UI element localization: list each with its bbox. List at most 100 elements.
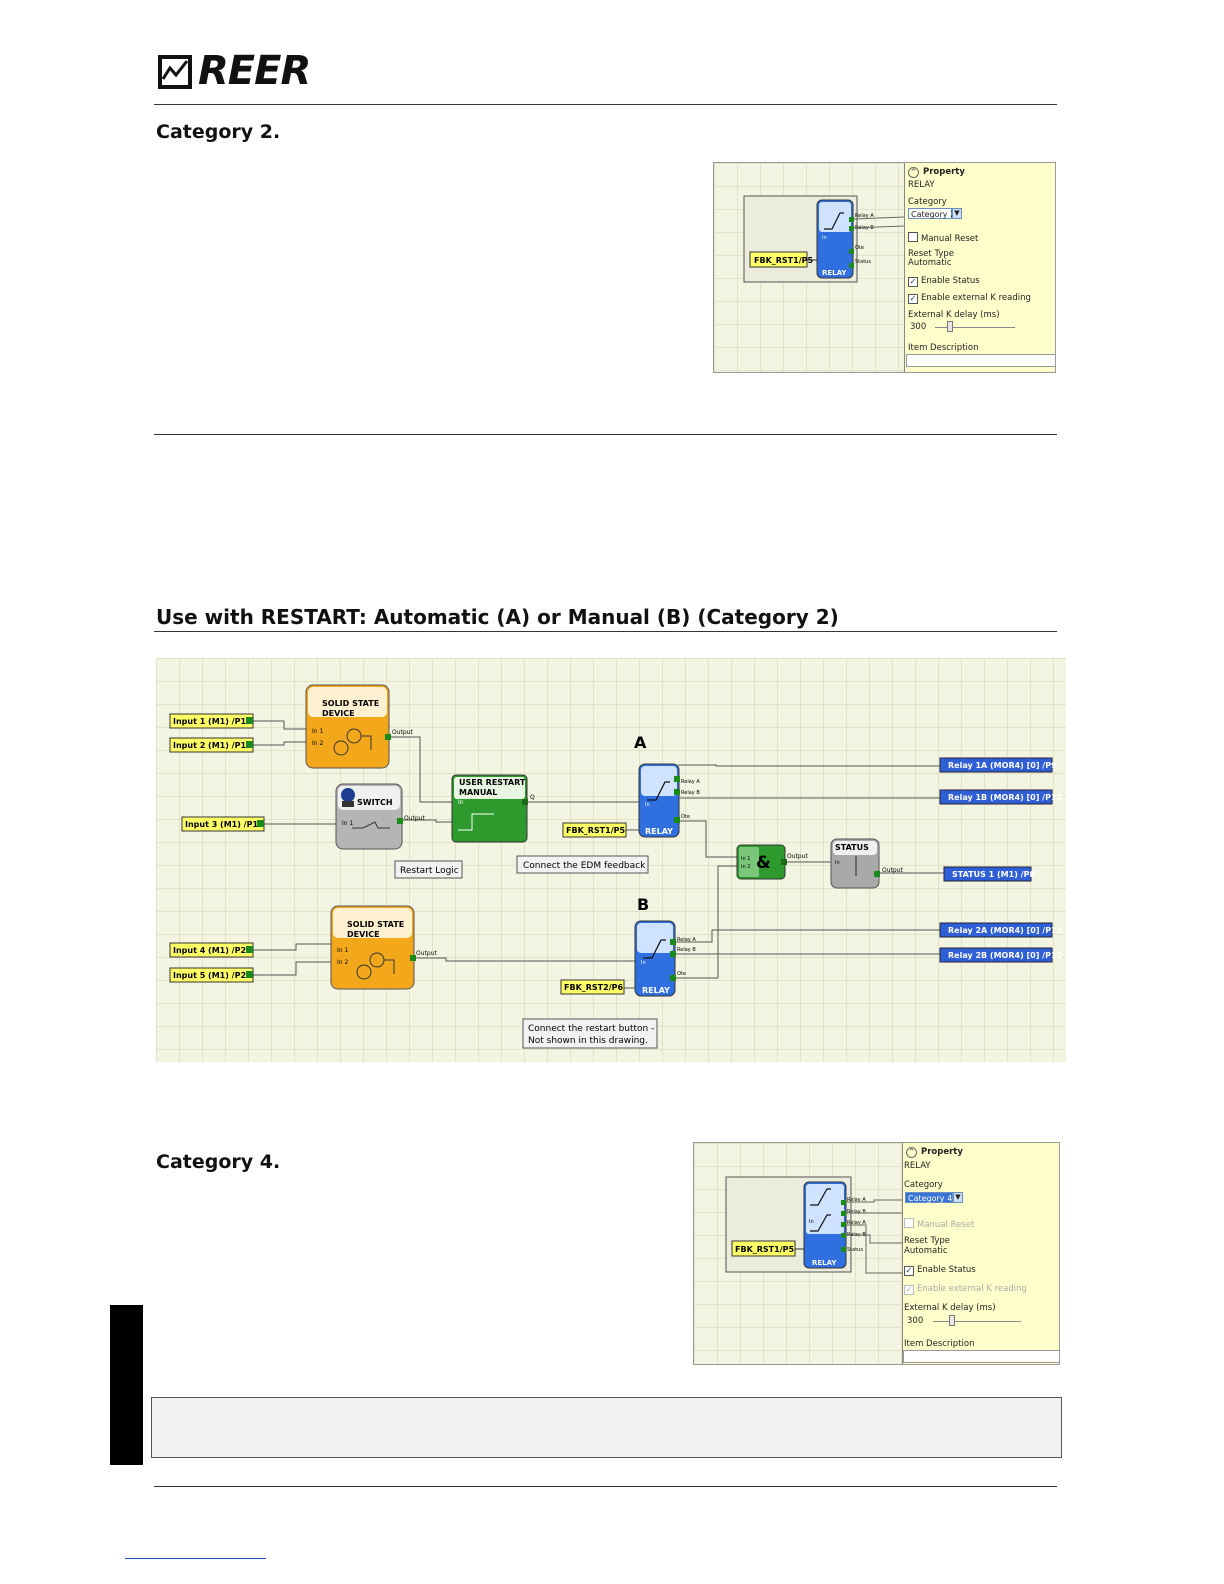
output-relay-1b[interactable]: Relay 1B (MOR4) [0] /P10: [939, 789, 1063, 805]
cat4-enable-ext-k-checkbox[interactable]: ✓: [904, 1285, 914, 1295]
solid-state-device-1[interactable]: SOLID STATE DEVICE In 1 In 2 Output: [305, 684, 413, 769]
cat4-ext-k-delay-label: External K delay (ms): [904, 1303, 996, 1313]
cat2-manual-reset-checkbox[interactable]: [908, 232, 918, 242]
input-3[interactable]: Input 3 (M1) /P19: [181, 816, 265, 832]
ssd2-pin-in1: In 1: [337, 947, 348, 954]
and-pin-output: Output: [787, 853, 808, 860]
fbk-rst1[interactable]: FBK_RST1/P5: [562, 822, 627, 838]
user-restart-manual-block[interactable]: USER RESTART MANUAL In Q: [451, 774, 535, 843]
solid-state-device-2[interactable]: SOLID STATE DEVICE In 1 In 2 Output: [330, 905, 437, 990]
cat2-enable-status-checkbox[interactable]: ✓: [908, 277, 918, 287]
cat4-manual-reset-checkbox[interactable]: [904, 1218, 914, 1228]
ssd1-title-1: SOLID STATE: [322, 699, 379, 708]
output-relay-2b[interactable]: Relay 2B (MOR4) [0] /P12: [939, 947, 1062, 963]
cat4-chevron-down-icon[interactable]: ▼: [953, 1192, 963, 1203]
cat2-enable-ext-k[interactable]: ✓Enable external K reading: [908, 293, 1031, 304]
cat4-collapse-icon[interactable]: ^: [906, 1147, 917, 1158]
cat4-enable-ext-k[interactable]: ✓Enable external K reading: [904, 1284, 1027, 1295]
fbk-rst2-label: FBK_RST2/P6: [564, 983, 623, 992]
output-relay-1a[interactable]: Relay 1A (MOR4) [0] /P9: [939, 757, 1057, 773]
ssd1-pin-output: Output: [392, 729, 413, 736]
section-title-category-4: Category 4.: [156, 1151, 281, 1173]
cat2-pin-ote: Ote: [855, 245, 864, 251]
cat2-category-select[interactable]: Category 2: [908, 208, 955, 219]
fbk-rst2[interactable]: FBK_RST2/P6: [560, 979, 625, 995]
marker-b: B: [637, 895, 649, 914]
cat2-pin-relay-a: Relay A: [855, 213, 874, 219]
input-4[interactable]: Input 4 (M1) /P20: [169, 942, 254, 958]
cat4-ext-k-delay-value: 300: [907, 1316, 924, 1326]
urm-pin-q: Q: [530, 794, 535, 801]
cat4-delay-slider-track: [933, 1321, 1021, 1322]
relay-b-pin-in: In: [641, 960, 646, 966]
cat2-pin-status: Status: [855, 259, 871, 265]
switch-label: SWITCH: [357, 798, 393, 807]
ssd1-pin-in2: In 2: [312, 740, 323, 747]
section-title-restart: Use with RESTART: Automatic (A) or Manua…: [156, 605, 839, 629]
ssd2-pin-in2: In 2: [337, 959, 348, 966]
cat2-reset-type-label: Reset Type: [908, 249, 954, 259]
and-pin-in1: In 1: [741, 856, 750, 862]
relay-b-pin-relay-b: Relay B: [677, 947, 696, 953]
relay-a-pin-relay-b: Relay B: [681, 790, 700, 796]
cat4-pin-in: In: [809, 1219, 814, 1225]
output-relay-2a[interactable]: Relay 2A (MOR4) [0] /P11: [939, 922, 1063, 938]
cat2-property-pane: ^ Property RELAY Category Category 2 ▼ M…: [904, 163, 1055, 372]
cat4-enable-status[interactable]: ✓Enable Status: [904, 1265, 976, 1276]
cat4-category-label: Category: [904, 1180, 943, 1190]
cat2-manual-reset[interactable]: Manual Reset: [908, 232, 978, 244]
cat2-prop-header: Property: [923, 167, 965, 177]
cat2-chevron-down-icon[interactable]: ▼: [952, 208, 962, 219]
footer-link-underline[interactable]: [125, 1558, 266, 1559]
status-block[interactable]: STATUS In Output: [830, 838, 903, 889]
footer-rule: [154, 1486, 1057, 1487]
urm-pin-in: In: [458, 799, 464, 806]
cat4-reset-type-value: Automatic: [904, 1246, 948, 1256]
category-4-panel: FBK_RST1/P5 RELAY In Relay A Relay B Rel…: [693, 1142, 1060, 1365]
cat4-pin-status: Status: [847, 1247, 863, 1253]
cat2-delay-slider-thumb[interactable]: [947, 321, 953, 332]
input-5-label: Input 5 (M1) /P21: [173, 971, 252, 980]
input-2[interactable]: Input 2 (M1) /P18: [169, 737, 254, 753]
input-1[interactable]: Input 1 (M1) /P17: [169, 713, 254, 729]
output-relay-1a-label: Relay 1A (MOR4) [0] /P9: [948, 761, 1057, 770]
cat2-fbk-label: FBK_RST1/P5: [754, 256, 813, 265]
cat4-category-select[interactable]: Category 4: [905, 1192, 953, 1203]
urm-title-1: USER RESTART: [459, 778, 526, 787]
cat4-manual-reset[interactable]: Manual Reset: [904, 1218, 974, 1230]
note-restart-button-line-1: Connect the restart button -: [528, 1024, 654, 1034]
output-status-1[interactable]: STATUS 1 (M1) /P8: [943, 866, 1035, 882]
cat4-delay-slider-thumb[interactable]: [949, 1315, 955, 1326]
ssd2-title-1: SOLID STATE: [347, 920, 404, 929]
ssd1-title-2: DEVICE: [322, 709, 355, 718]
and-pin-in2: In 2: [741, 864, 750, 870]
cat4-relay-label: RELAY: [812, 1259, 837, 1267]
relay-b-block[interactable]: RELAY In Relay A Relay B Ote: [634, 920, 696, 997]
cat2-ext-k-delay-value: 300: [910, 322, 927, 332]
input-5[interactable]: Input 5 (M1) /P21: [169, 967, 254, 983]
ssd1-pin-in1: In 1: [312, 728, 323, 735]
note-box: [151, 1397, 1062, 1458]
status-pin-output: Output: [882, 867, 903, 874]
and-gate-label: &: [756, 853, 771, 873]
cat4-pin-relay-b-1: Relay B: [847, 1209, 866, 1215]
cat4-prop-header: Property: [921, 1147, 963, 1157]
section-title-category-2: Category 2.: [156, 121, 281, 143]
cat4-item-desc-input[interactable]: [903, 1350, 1059, 1363]
and-gate-block[interactable]: & In 1 In 2 Output: [736, 844, 808, 880]
relay-a-block[interactable]: RELAY In Relay A Relay B Ote: [638, 763, 700, 838]
note-restart-button-line-2: Not shown in this drawing.: [528, 1036, 648, 1046]
relay-b-pin-ote: Ote: [677, 971, 686, 977]
switch-pin-output: Output: [404, 815, 425, 822]
urm-title-2: MANUAL: [459, 788, 497, 797]
cat2-collapse-icon[interactable]: ^: [908, 167, 919, 178]
cat2-enable-ext-k-checkbox[interactable]: ✓: [908, 294, 918, 304]
cat2-enable-ext-k-label: Enable external K reading: [921, 293, 1031, 303]
cat4-enable-status-checkbox[interactable]: ✓: [904, 1266, 914, 1276]
cat2-pin-in: In: [822, 235, 827, 241]
cat2-item-desc-input[interactable]: [906, 354, 1055, 367]
switch-block[interactable]: SWITCH In 1 Output: [335, 783, 425, 850]
ssd2-pin-output: Output: [416, 950, 437, 957]
cat2-enable-status[interactable]: ✓Enable Status: [908, 276, 980, 287]
relay-a-label: RELAY: [645, 827, 673, 836]
